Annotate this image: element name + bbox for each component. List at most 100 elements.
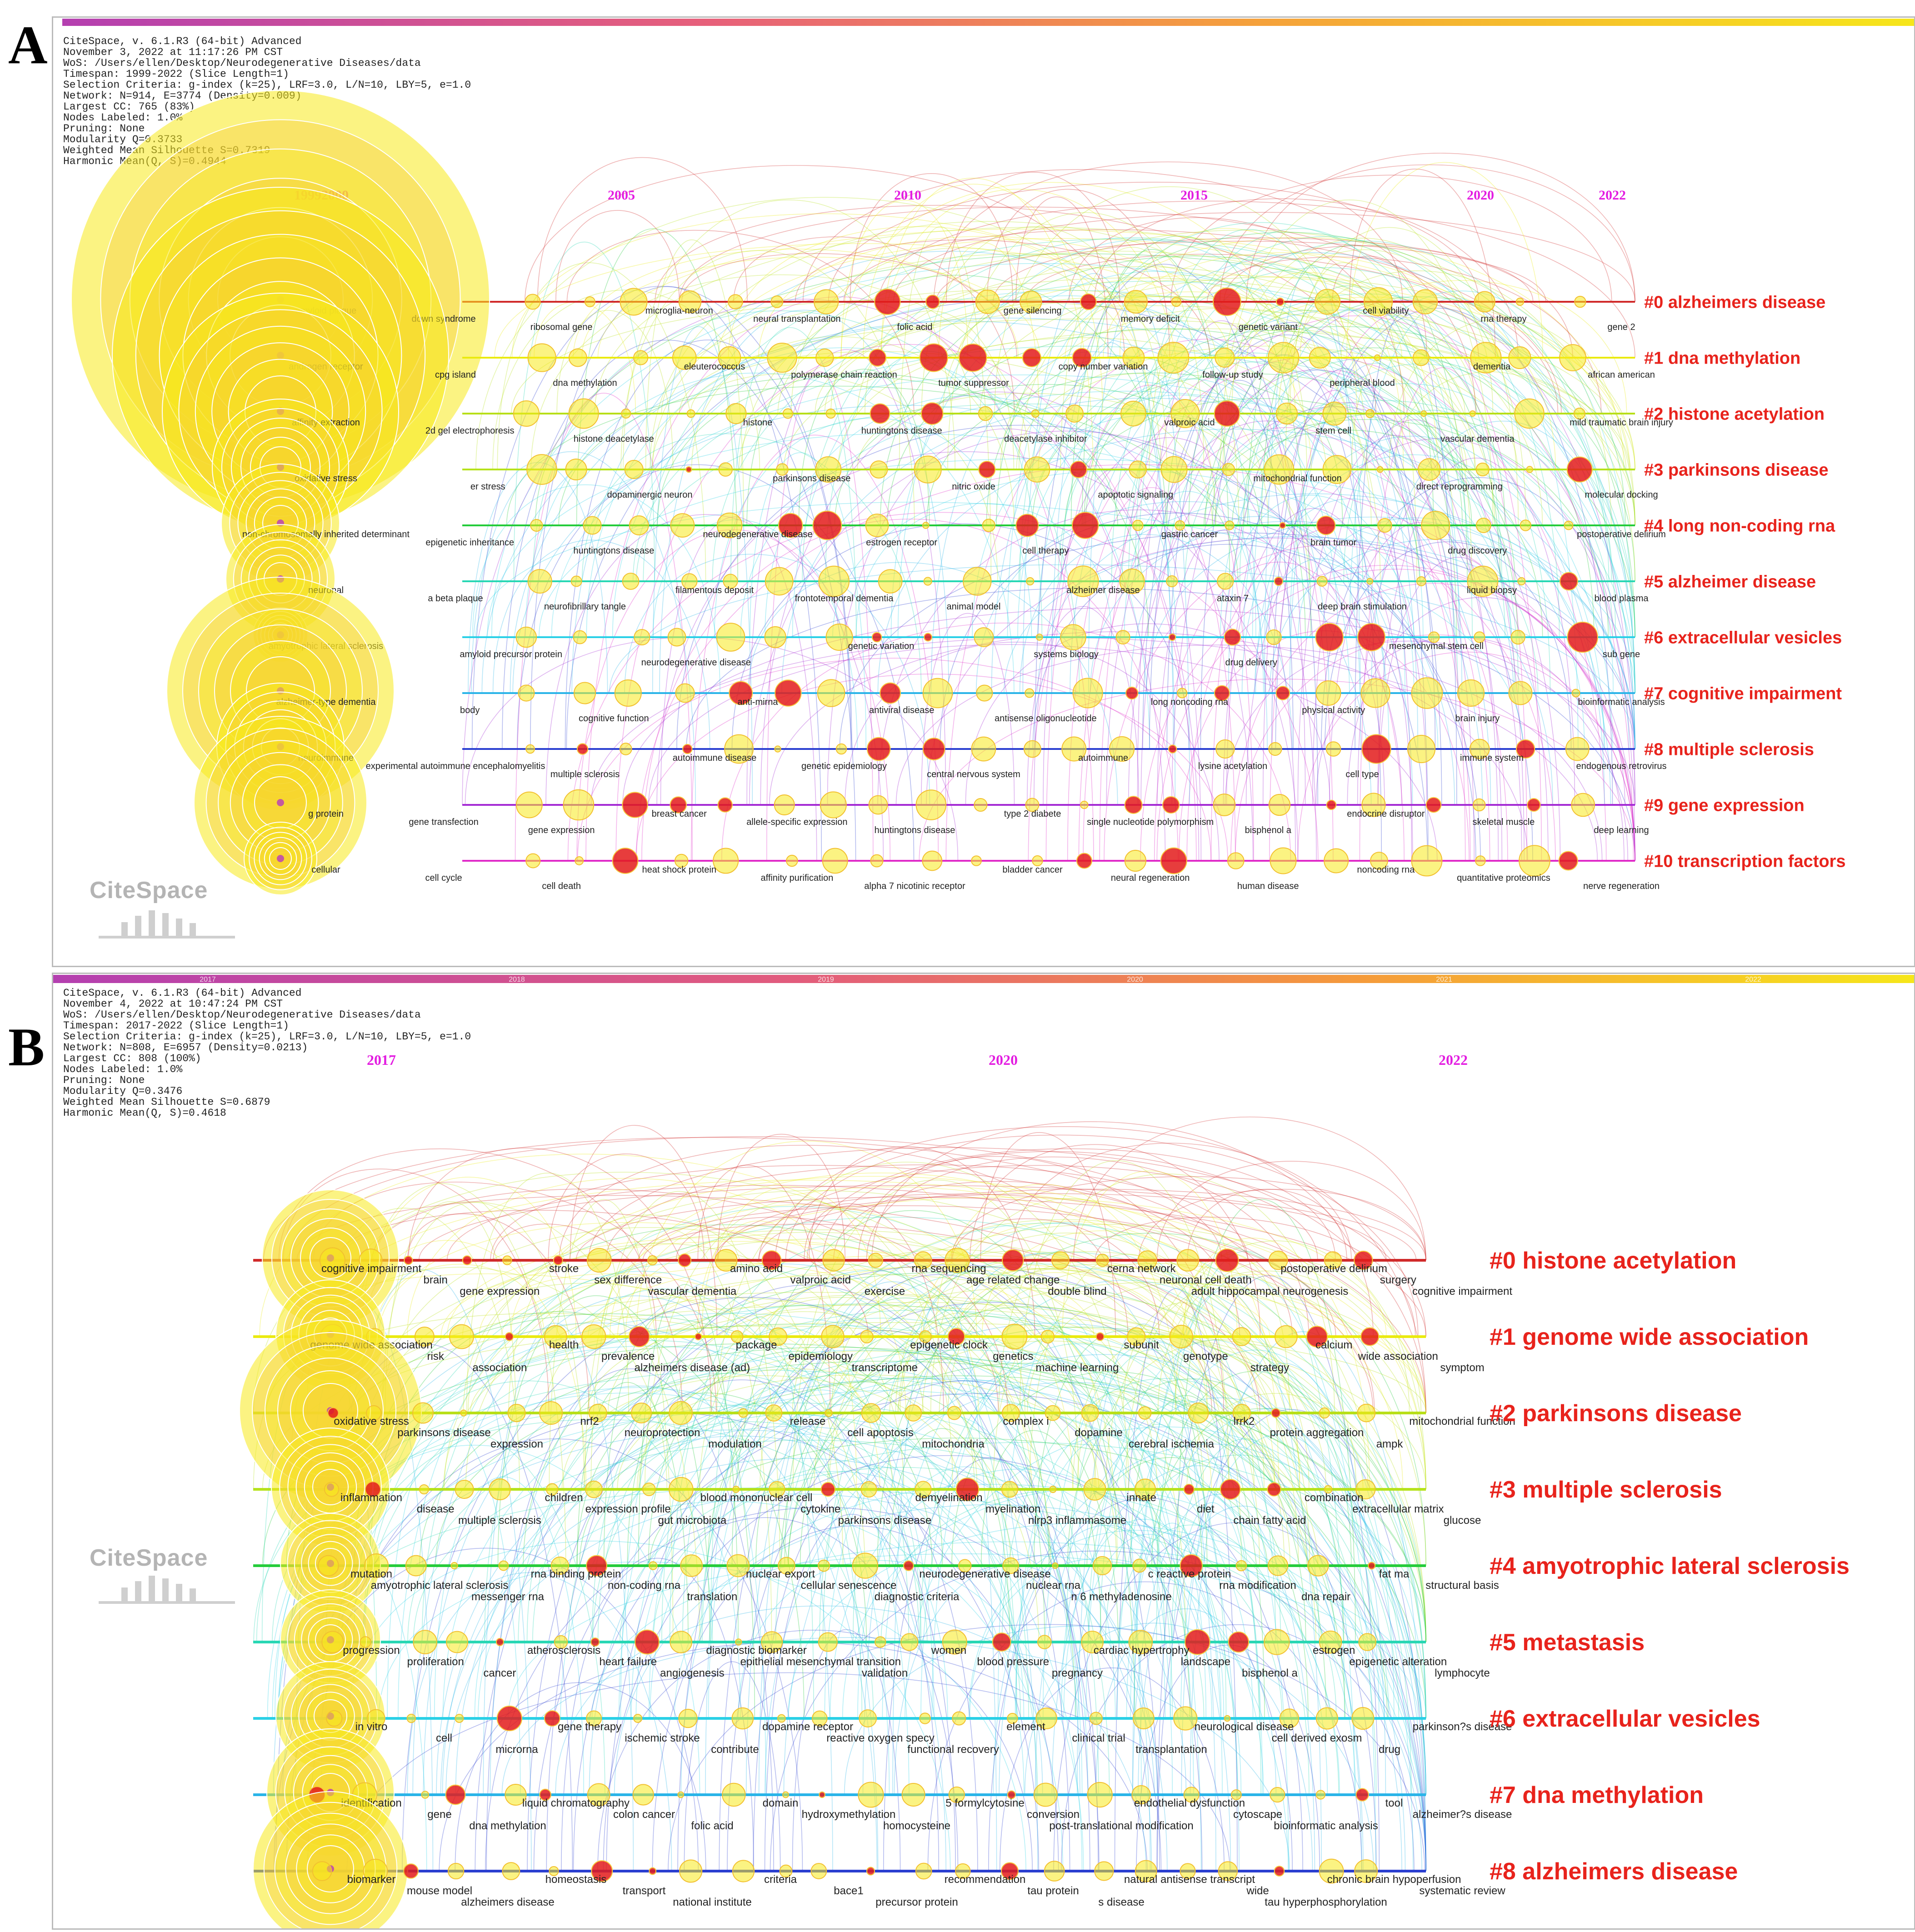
citation-arc [1289,363,1462,694]
citation-arc [858,1156,1224,1413]
citation-arc [1137,320,1306,805]
citation-arc [890,271,1424,638]
citation-arc [1170,1502,1263,1795]
keyword-node [1267,342,1300,374]
keyword-label: alzheimers disease [461,1896,554,1908]
keyword-node [1274,1866,1285,1877]
keyword-node [1457,679,1485,707]
citation-arc [585,296,1094,861]
keyword-node [1067,565,1099,597]
citation-arc [792,1629,901,1872]
citation-arc [589,1380,1402,1872]
citation-arc [1154,561,1405,861]
citation-arc [1095,1217,1416,1337]
keyword-node [1412,349,1430,366]
citation-arc [766,371,874,861]
citation-arc [975,501,1455,805]
keyword-label: estrogen [1313,1644,1355,1657]
keyword-node [765,1404,783,1422]
keyword-label: breast cancer [652,809,707,819]
keyword-node [835,743,847,755]
keyword-node [865,514,889,537]
keyword-node [820,1482,835,1497]
keyword-node [1131,1785,1151,1805]
keyword-node [924,633,932,642]
keyword-node [1309,347,1331,369]
year-bar-label: 2021 [1436,976,1452,983]
citation-arc [1145,516,1635,749]
keyword-node [1355,1479,1376,1500]
keyword-label: machine learning [1036,1362,1119,1374]
keyword-node [880,682,901,704]
keyword-label: huntingtons disease [573,546,654,556]
citation-arc [533,1393,1426,1872]
keyword-label: cancer [483,1667,516,1679]
keyword-label: copy number variation [1059,362,1148,372]
citation-arc [830,1468,1212,1719]
keyword-node [1355,1788,1369,1802]
citation-arc [1343,410,1551,694]
keyword-label: endothelial dysfunction [1134,1797,1245,1809]
citation-arc [1105,1454,1426,1795]
citation-arc [636,403,1539,694]
keyword-label: central nervous system [927,769,1020,779]
keyword-label: gene expression [528,825,595,835]
keyword-label: blood plasma [1595,594,1649,604]
keyword-node [920,402,944,425]
keyword-node [1224,629,1241,646]
keyword-label: ischemic stroke [625,1732,700,1744]
citation-arc [650,221,1372,526]
citation-arc [1312,419,1525,861]
keyword-node [1213,794,1236,816]
keyword-label: er stress [470,482,505,492]
citation-arc [555,1605,1147,1872]
keyword-label: genetic epidemiology [801,761,887,771]
keyword-node [1168,633,1176,641]
citation-arc [442,1378,1426,1872]
citation-arc [1121,293,1610,582]
citation-arc [1070,235,1311,638]
citation-arc [1149,284,1307,470]
keyword-label: parkinson?s disease [1413,1721,1512,1733]
citation-arc [1297,652,1635,861]
citation-arc [1024,1622,1313,1872]
citation-arc [898,1312,1025,1413]
keyword-node [1081,1631,1104,1653]
citation-arc [603,1311,755,1719]
keyword-node [1185,1629,1210,1655]
citation-arc [719,1274,1160,1872]
cluster-label: #3 multiple sclerosis [1490,1477,1722,1503]
citation-arc [889,1282,1426,1413]
citation-arc [1255,435,1605,805]
keyword-node [814,289,839,315]
keyword-node [591,1860,613,1882]
keyword-label: cell therapy [1022,546,1069,556]
keyword-node [1060,624,1086,650]
citation-arc [1254,558,1413,805]
citation-arc [1105,1270,1426,1490]
keyword-node [942,1629,967,1655]
keyword-label: liquid biopsy [1467,585,1517,595]
citation-arc [1095,1608,1277,1795]
citation-arc [1275,308,1613,805]
citation-arc [353,1430,605,1795]
keyword-node [922,522,930,529]
keyword-label: combination [1305,1492,1363,1504]
keyword-node [1472,798,1486,812]
citation-arc [636,1350,1100,1490]
keyword-label: nuclear rna [1026,1579,1081,1592]
citation-arc [1243,363,1635,749]
keyword-node [549,1866,559,1877]
keyword-node [1175,520,1185,531]
keyword-node [1315,1707,1338,1730]
keyword-label: 2d gel electrophoresis [425,426,515,436]
keyword-node [915,789,947,820]
citation-arc [1156,1251,1345,1719]
keyword-node [1527,798,1541,812]
keyword-node [586,1555,607,1577]
keyword-node [901,1782,925,1807]
citation-arc [607,1294,1290,1566]
citation-arc [1232,412,1635,638]
keyword-label: systems biology [1034,649,1098,659]
citation-arc [1061,267,1635,694]
